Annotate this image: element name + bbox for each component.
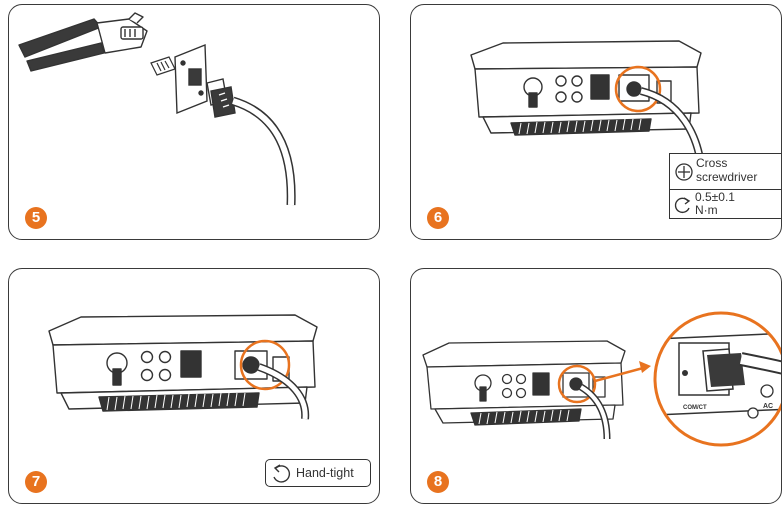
- inverter-device: [49, 315, 317, 411]
- torque-row: 0.5±0.1 N·m: [670, 190, 782, 218]
- panel-step-7: 7 Hand-tight: [8, 268, 380, 504]
- inverter-zoom-illustration: [411, 269, 782, 504]
- panel-step-8: COM/CT AC 8: [410, 268, 782, 504]
- panel-step-6: 6 Cross screwdriver 0.5±0.1 N·m: [410, 4, 782, 240]
- step-number-7: 7: [25, 471, 47, 493]
- panel-step-5: 5: [8, 4, 380, 240]
- hand-tight-label: Hand-tight: [296, 466, 354, 480]
- torque-unit: N·m: [695, 204, 718, 217]
- step-number-5: 5: [25, 207, 47, 229]
- zoom-detail: [651, 309, 782, 449]
- tool-name-line1: Cross: [696, 157, 727, 170]
- crimping-tool-icon: [19, 13, 147, 71]
- cover-plate: [175, 45, 235, 117]
- hand-tight-note: Hand-tight: [265, 459, 371, 487]
- rj45-connector-icon: [151, 57, 175, 75]
- tool-name-line2: screwdriver: [696, 171, 757, 184]
- zoom-label-ac: AC: [763, 403, 773, 410]
- zoom-label-com-ct: COM/CT: [683, 405, 707, 411]
- tool-spec-box: Cross screwdriver 0.5±0.1 N·m: [669, 153, 782, 219]
- inverter-device: [471, 41, 701, 135]
- crimp-illustration: [9, 5, 380, 240]
- step-number-6: 6: [427, 207, 449, 229]
- screwdriver-cross-icon: [674, 162, 694, 182]
- rotate-cw-icon: [270, 463, 292, 485]
- rotate-ccw-icon: [673, 195, 693, 215]
- step-number-8: 8: [427, 471, 449, 493]
- tool-row: Cross screwdriver: [670, 154, 782, 190]
